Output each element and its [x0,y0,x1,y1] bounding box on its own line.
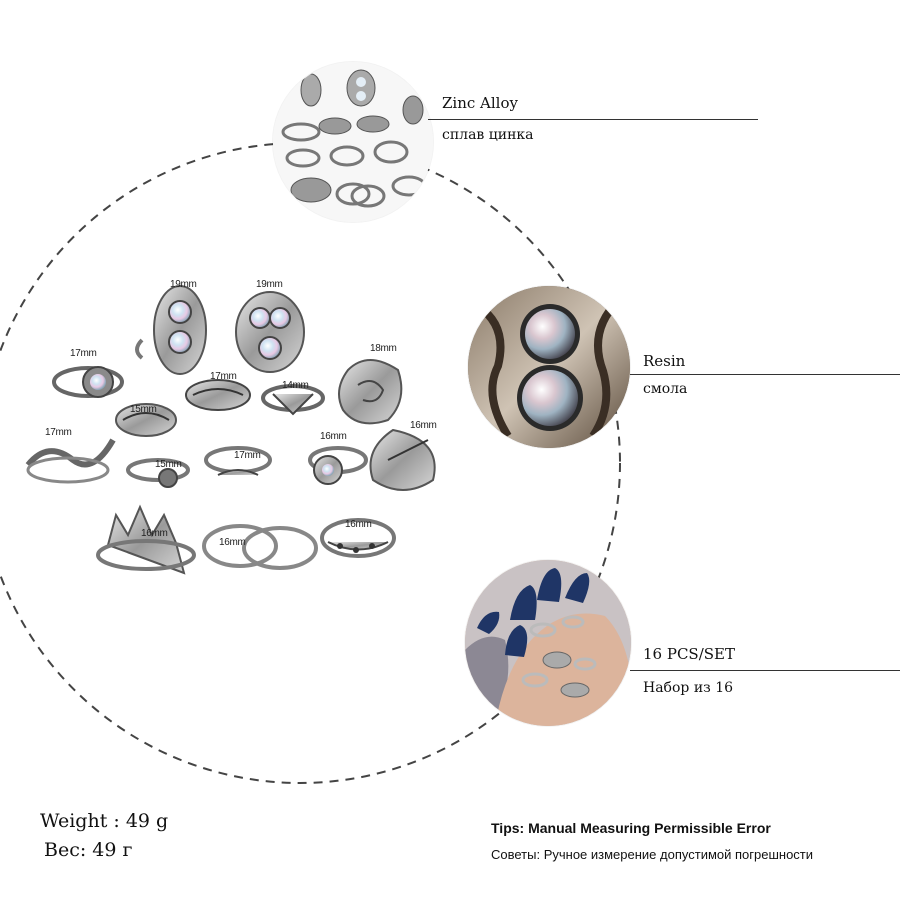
size-label: 17mm [234,450,261,461]
ring-16mm-b [308,446,368,485]
feature-photo-resin [468,286,630,448]
size-label: 17mm [45,427,72,438]
size-label: 15mm [130,404,157,415]
feature-label-en: Resin [643,352,686,370]
size-label: 15mm [155,459,182,470]
feature-label-en: 16 PCS/SET [643,645,735,663]
feature-label-en: Zinc Alloy [442,94,518,112]
ring-17mm-a [52,366,124,398]
ring-16mm-crown [96,504,196,575]
weight-ru: Вес: 49 г [44,839,133,861]
size-label: 16mm [219,537,246,548]
ring-16mm-a [369,428,436,491]
feature-label-ru: смола [643,381,688,397]
size-label: 17mm [210,371,237,382]
size-label: 18mm [370,343,397,354]
size-label: 17mm [70,348,97,359]
ring-17mm-b [185,379,251,411]
ring-18mm [338,359,403,425]
ring-15mm-b [126,458,190,488]
size-label: 19mm [256,279,283,290]
size-label: 16mm [345,519,372,530]
tips-ru: Советы: Ручное измерение допустимой погр… [491,847,814,862]
feature-label-ru: сплав цинка [442,127,534,143]
feature-label-ru: Набор из 16 [643,680,734,696]
feature-photo-zinc-alloy [273,62,433,222]
rings-cluster-image [25,285,436,575]
size-label: 16mm [320,431,347,442]
ring-19mm-a [135,285,207,375]
ring-17mm-c [25,438,116,484]
rings-set-photo [273,62,433,222]
feature-photo-16-pcs [465,560,631,726]
weight-en: Weight : 49 g [40,810,169,832]
ring-17mm-d [204,446,272,476]
feature-divider [428,119,758,120]
ring-14mm [261,384,325,416]
feature-divider [630,374,900,375]
ring-15mm-a [115,403,177,437]
feature-divider [630,670,900,671]
resin-gem-closeup-photo [468,286,630,448]
size-label: 16mm [141,528,168,539]
size-label: 14mm [282,380,309,391]
size-label: 16mm [410,420,437,431]
size-label: 19mm [170,279,197,290]
tips-en: Tips: Manual Measuring Permissible Error [491,820,771,836]
ring-16mm-eyes [320,518,396,558]
ring-19mm-b [235,291,305,373]
hand-wearing-rings-photo [465,560,631,726]
ring-16mm-bands [202,524,318,570]
